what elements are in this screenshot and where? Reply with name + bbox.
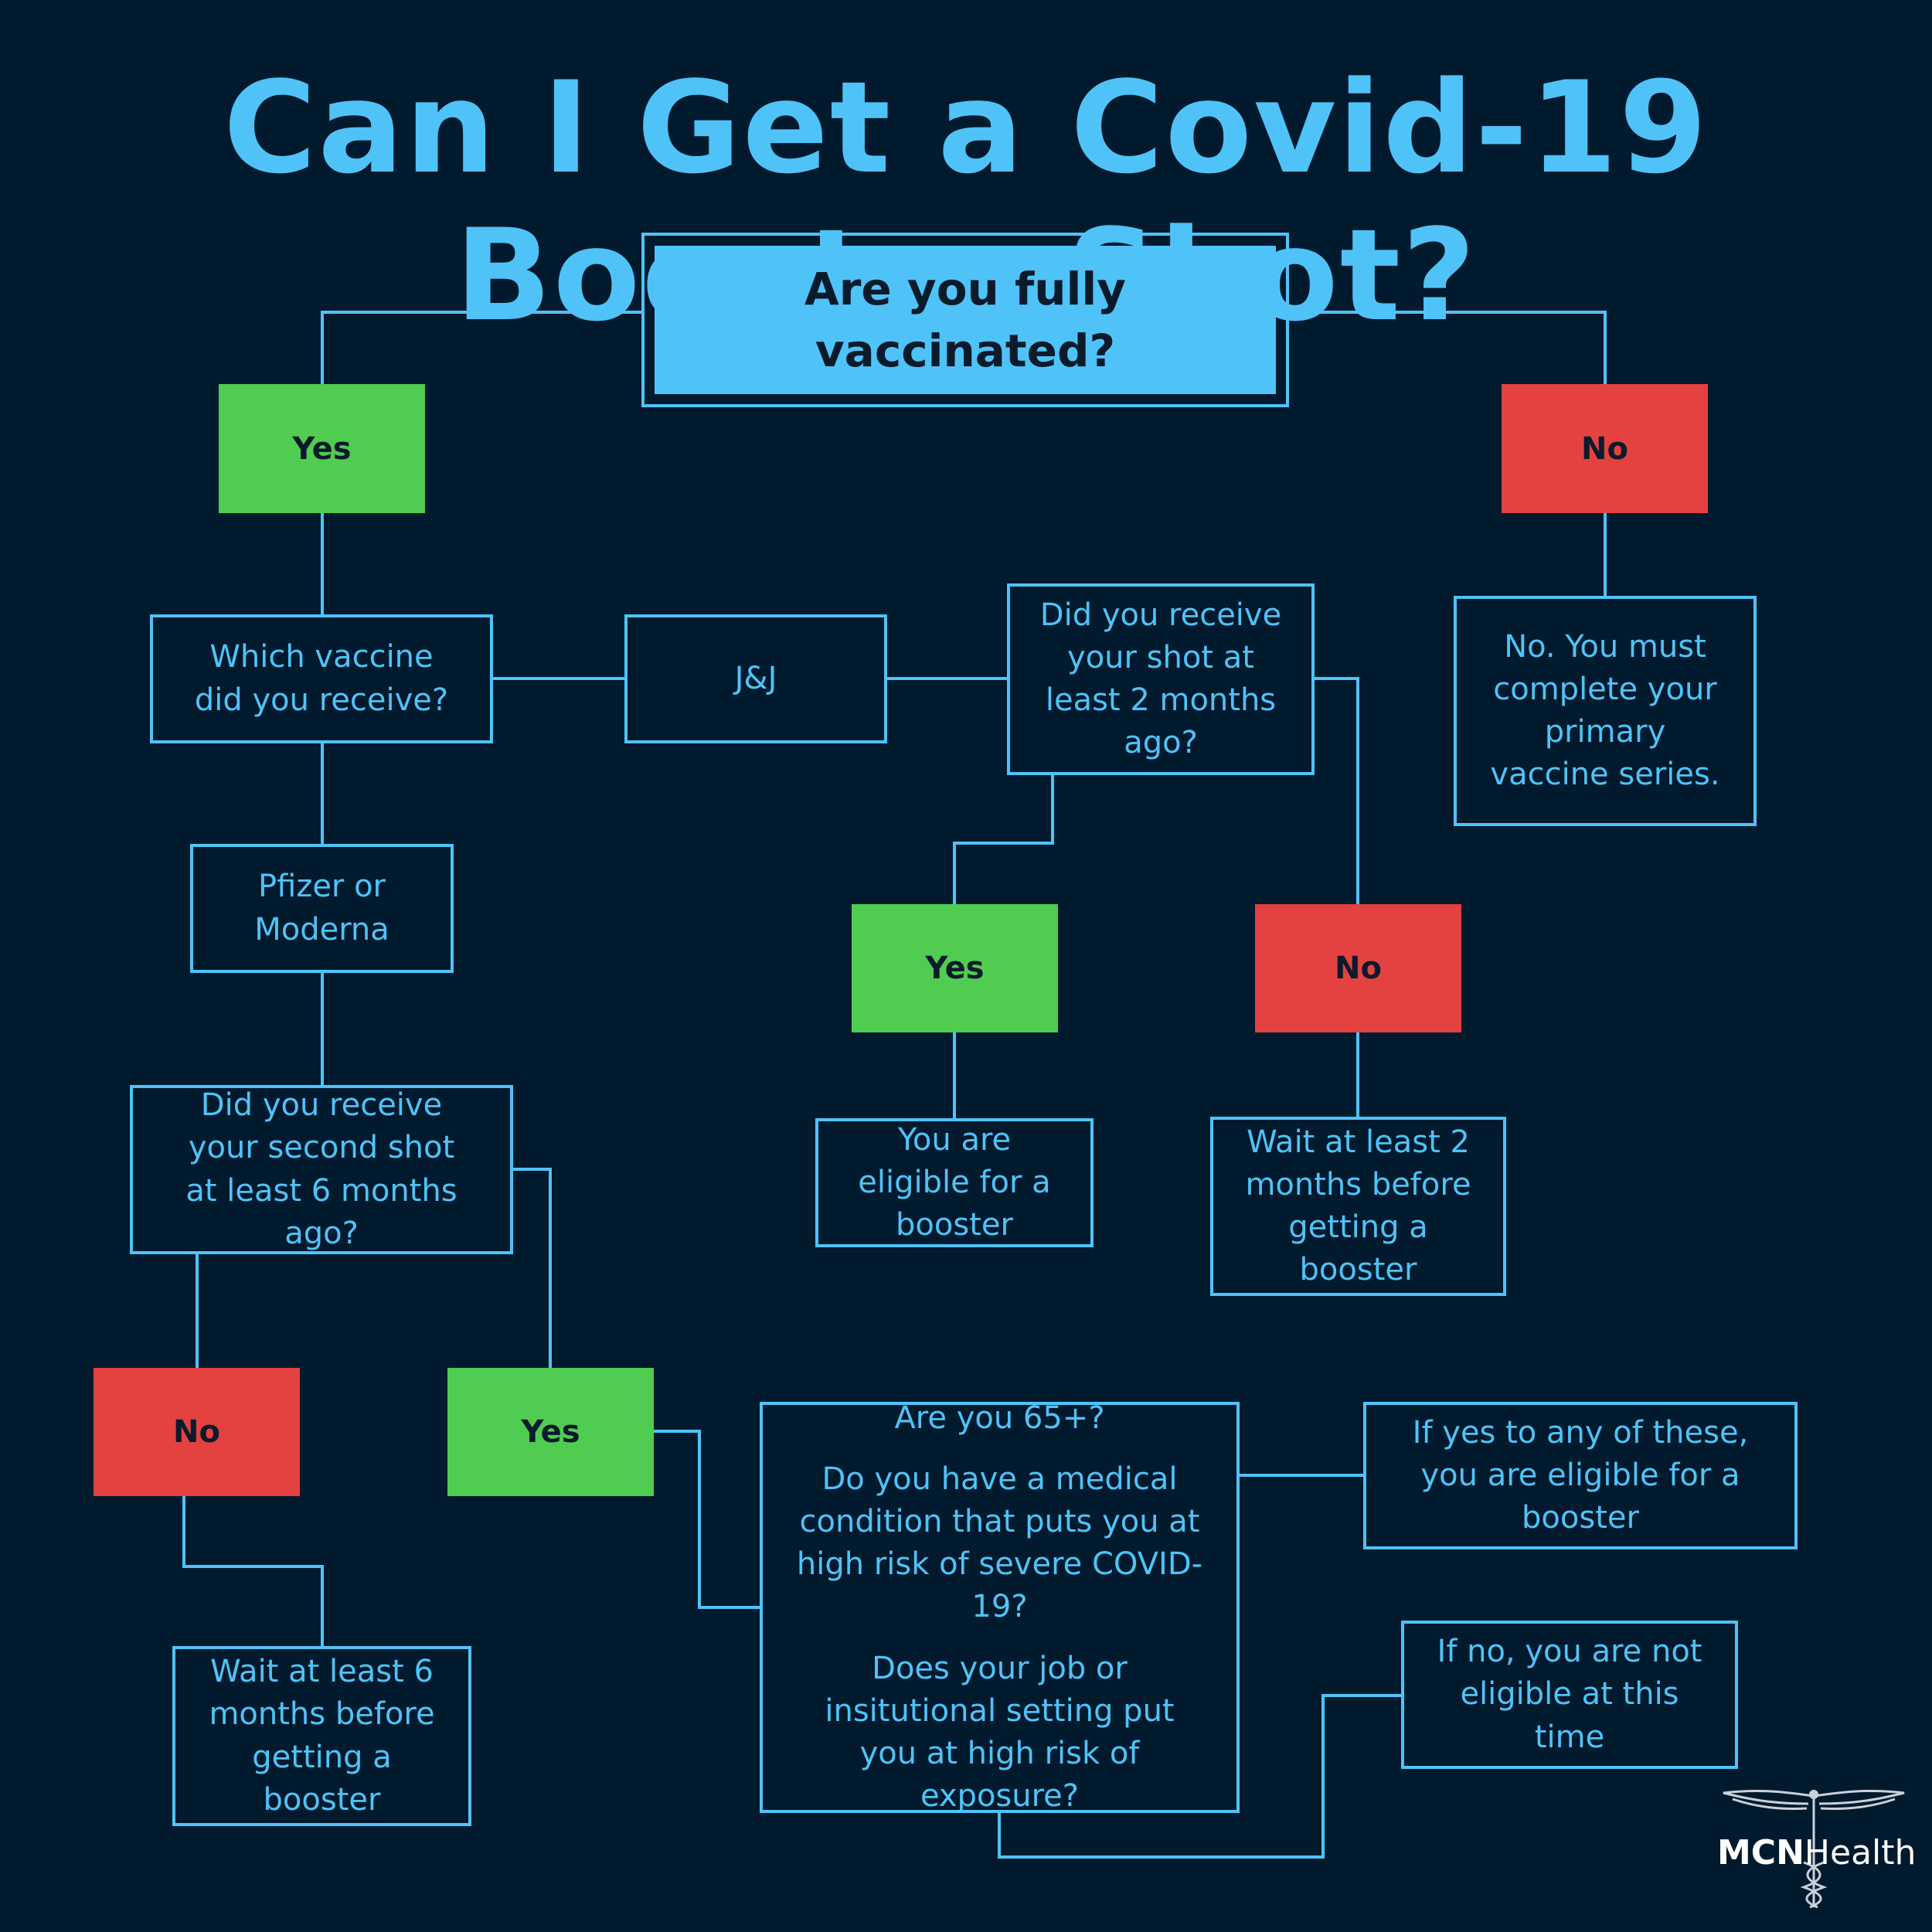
jj-two-months-question: Did you receive your shot at least 2 mon… <box>1007 583 1315 775</box>
jj-box: J&J <box>624 614 887 743</box>
no-vaccinated-chip: No <box>1502 384 1708 513</box>
no-six-months-chip: No <box>94 1368 300 1496</box>
six-months-question: Did you receive your second shot at leas… <box>130 1085 513 1254</box>
pfizer-moderna-box: Pfizer or Moderna <box>190 844 454 973</box>
if-no-not-eligible-box: If no, you are not eligible at this time <box>1401 1621 1738 1769</box>
main-question-frame <box>641 233 1289 407</box>
risk-questions-box: Are you 65+? Do you have a medical condi… <box>760 1400 1240 1814</box>
if-yes-eligible-box: If yes to any of these, you are eligible… <box>1363 1402 1798 1549</box>
yes-vaccinated-chip: Yes <box>219 384 425 513</box>
risk-question-age: Are you 65+? <box>894 1400 1105 1436</box>
risk-question-exposure: Does your job or insitutional setting pu… <box>825 1650 1175 1815</box>
yes-jj-chip: Yes <box>852 904 1058 1032</box>
connector-q2-yes <box>953 775 1054 904</box>
logo-text-bold: MCN <box>1717 1833 1804 1872</box>
connector-main-yes <box>321 311 641 384</box>
main-question: Are you fully vaccinated? <box>655 246 1276 394</box>
yes-six-months-chip: Yes <box>447 1368 654 1496</box>
risk-question-medical: Do you have a medical condition that put… <box>796 1461 1203 1625</box>
connector-no-wait6 <box>182 1496 324 1646</box>
mcnhealth-logo: MCNHealth <box>1717 1785 1916 1909</box>
which-vaccine-box: Which vaccine did you receive? <box>150 614 493 743</box>
no-jj-chip: No <box>1255 904 1461 1032</box>
logo-text-rest: Health <box>1804 1833 1917 1872</box>
connector-q6-yes <box>513 1168 552 1368</box>
jj-eligible-box: You are eligible for a booster <box>815 1118 1094 1247</box>
complete-primary-series-box: No. You must complete your primary vacci… <box>1454 596 1757 826</box>
connector-main-no <box>1289 311 1607 384</box>
wait-six-months-box: Wait at least 6 months before getting a … <box>172 1646 471 1826</box>
connector-yes-risk <box>654 1430 760 1609</box>
connector-risk-ifno <box>998 1694 1401 1859</box>
jj-wait-box: Wait at least 2 months before getting a … <box>1210 1117 1506 1296</box>
connector-q2-no <box>1315 677 1359 904</box>
caduceus-icon <box>1723 1789 1905 1909</box>
